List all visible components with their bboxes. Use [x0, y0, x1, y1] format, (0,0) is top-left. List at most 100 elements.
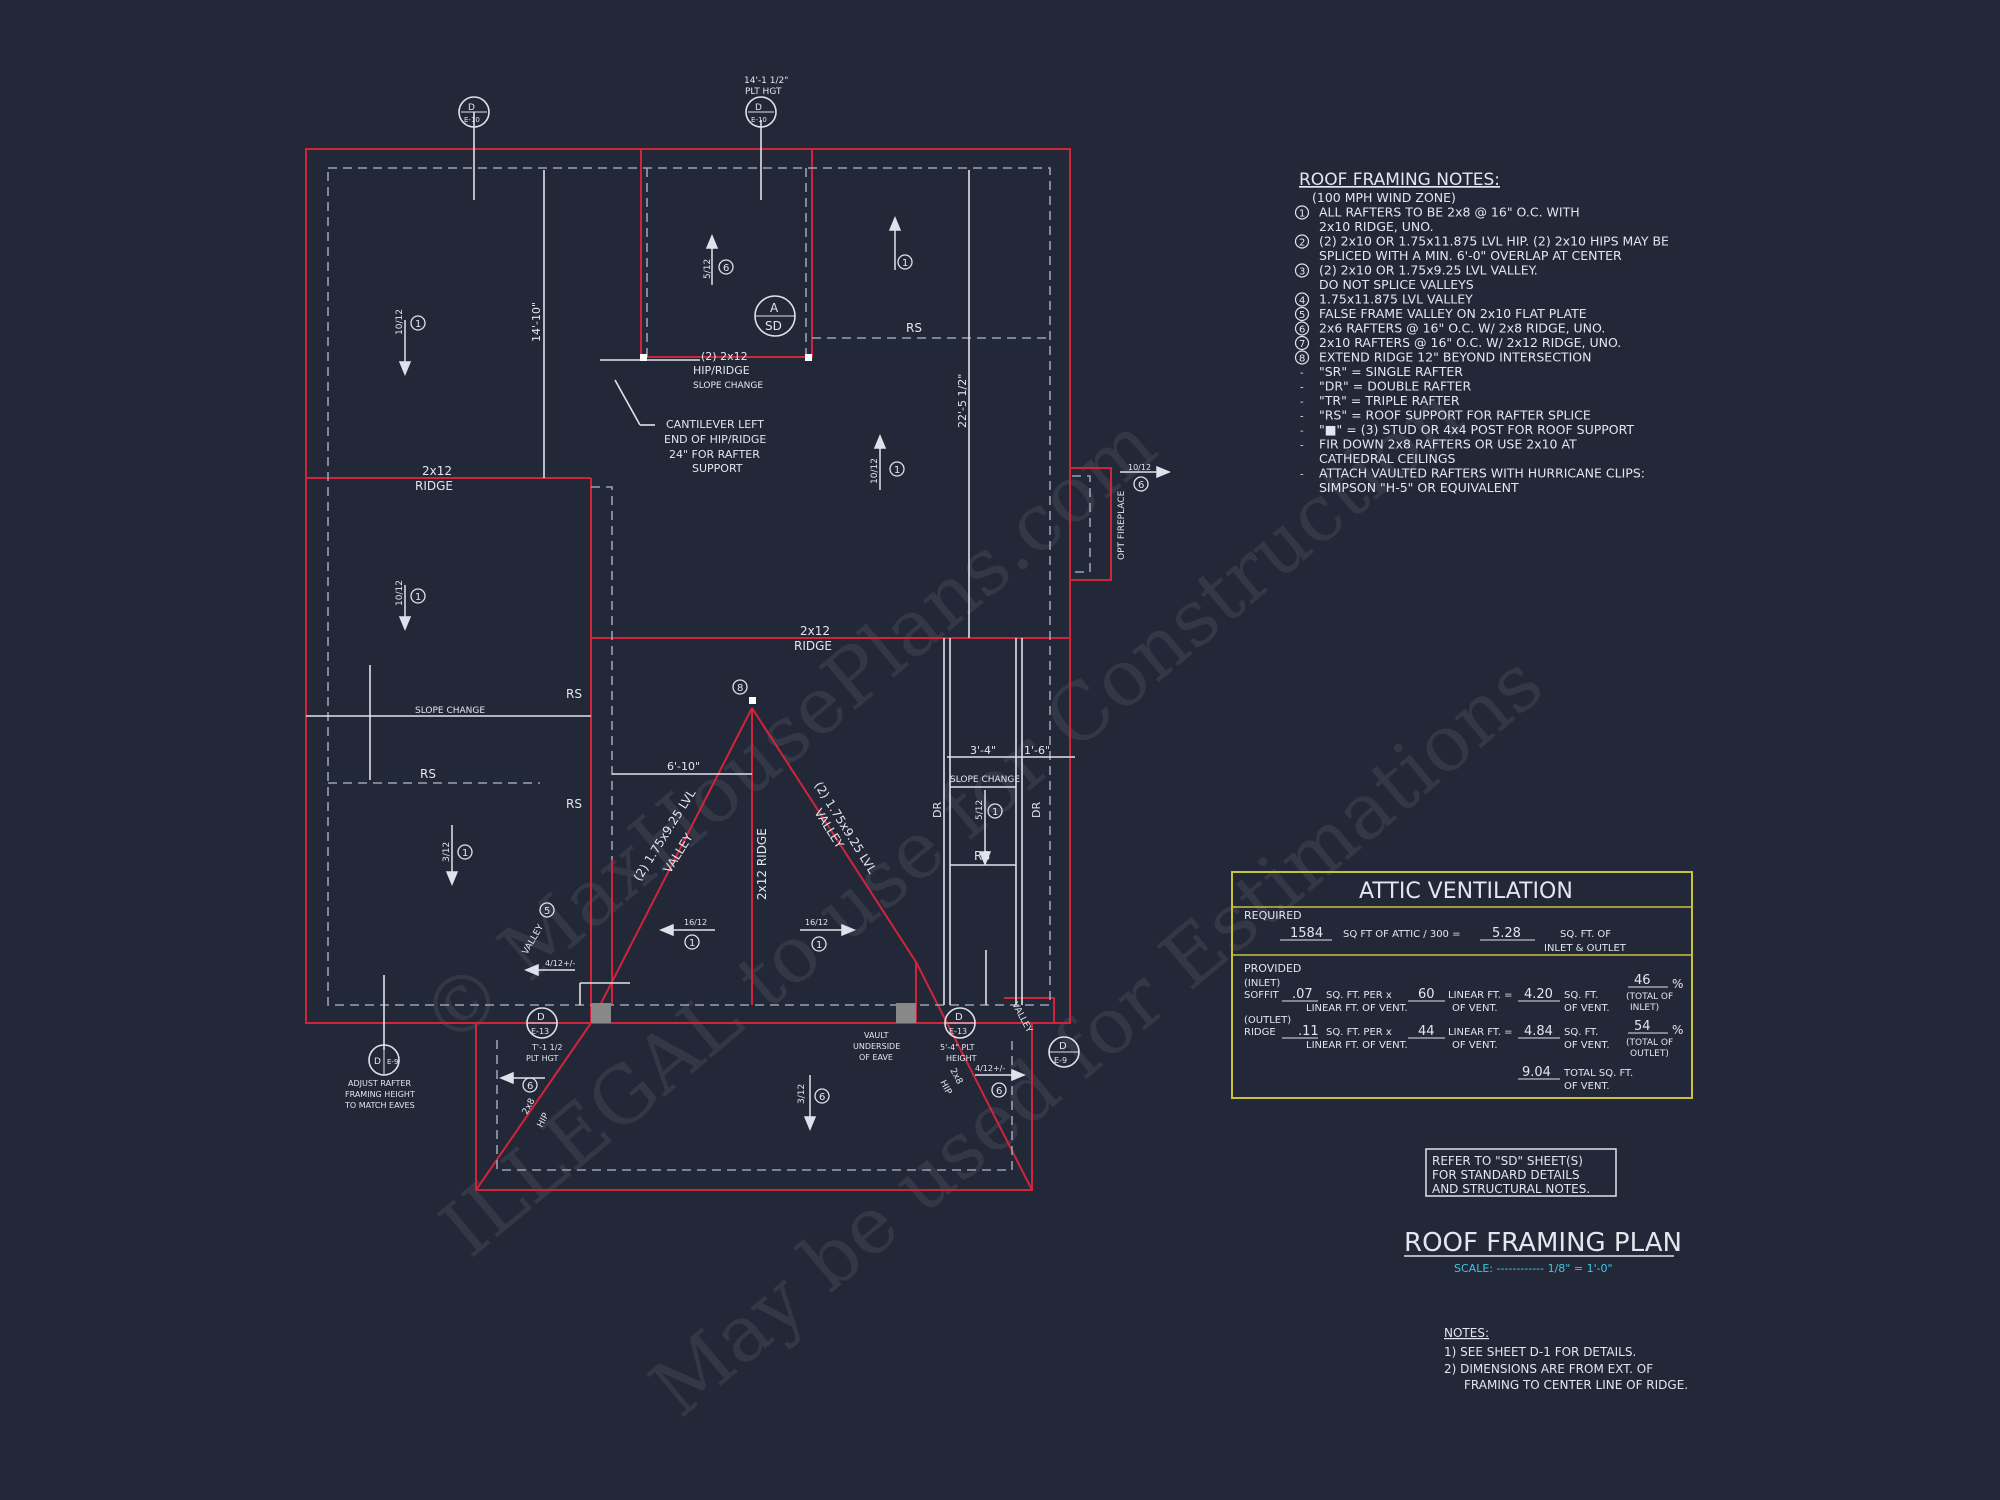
- plt-left-label: PLT HGT: [526, 1054, 559, 1063]
- roof-note-bullet-circle: [1294, 306, 1310, 322]
- section-sheet: SD: [765, 319, 782, 333]
- pitch-labels: 10/12 10/12 3/12 5/12 10/12 5/12 3/12 16…: [395, 259, 1151, 1104]
- roof-note-line: SIMPSON "H-5" OR EQUIVALENT: [1319, 480, 1519, 495]
- roof-note-line: "RS" = ROOF SUPPORT FOR RAFTER SPLICE: [1319, 408, 1591, 423]
- roof-note-line: CATHEDRAL CEILINGS: [1319, 451, 1456, 466]
- dr-label: DR: [1030, 802, 1043, 818]
- note-num: 1: [415, 592, 421, 603]
- slope-change-label: SLOPE CHANGE: [415, 706, 485, 716]
- ridge-left-label: RIDGE: [415, 479, 453, 493]
- section-letter: D: [755, 103, 762, 113]
- slope-change-label: SLOPE CHANGE: [950, 775, 1020, 785]
- roof-note-bullet-circle: [1294, 321, 1310, 336]
- notes-line-2: 2) DIMENSIONS ARE FROM EXT. OF: [1444, 1362, 1653, 1376]
- roof-note-bullet-circle: [1294, 263, 1310, 278]
- roof-note-line: EXTEND RIDGE 12" BEYOND INTERSECTION: [1319, 350, 1591, 365]
- roof-note-line: (2) 2x10 OR 1.75x11.875 LVL HIP. (2) 2x1…: [1319, 234, 1669, 249]
- general-notes: NOTES: 1) SEE SHEET D-1 FOR DETAILS. 2) …: [1444, 1326, 1688, 1392]
- outlet-total: 4.84: [1524, 1024, 1553, 1039]
- roof-note-line: "■" = (3) STUD OR 4x4 POST FOR ROOF SUPP…: [1319, 422, 1634, 437]
- section-marker-right-eave: D E-13: [944, 1007, 976, 1039]
- dim-3-4: 3'-4": [970, 744, 996, 757]
- per-text-1: SQ. FT. PER x: [1326, 990, 1392, 1001]
- dim-14-10: 14'-10": [530, 302, 543, 342]
- vault-line-2: UNDERSIDE: [853, 1042, 900, 1051]
- refer-line-1: REFER TO "SD" SHEET(S): [1432, 1154, 1583, 1168]
- roof-note-bullet: -: [1300, 412, 1304, 423]
- outlet-label-1: (OUTLET): [1244, 1015, 1291, 1026]
- required-unit-1: SQ. FT. OF: [1560, 929, 1611, 940]
- note-num: 6: [996, 1086, 1002, 1097]
- roof-note-bullet-circle: [1294, 335, 1310, 351]
- roof-note-bullet-circle: [1294, 350, 1310, 365]
- note-num: 8: [737, 683, 743, 694]
- direction-arrows: [398, 216, 1171, 1131]
- roof-note-bullet: -: [1300, 383, 1304, 394]
- plt-hgt-label: PLT HGT: [745, 87, 782, 97]
- hip-slope-change: SLOPE CHANGE: [693, 381, 763, 391]
- framing-lines: [306, 112, 1075, 1050]
- ridge-mid-size: 2x12: [800, 624, 830, 638]
- section-letter: D: [374, 1057, 381, 1067]
- provided-label: PROVIDED: [1244, 962, 1301, 975]
- roof-note-line: 2x10 RIDGE, UNO.: [1319, 219, 1434, 234]
- section-marker-a-sd: A SD: [754, 295, 796, 337]
- required-unit-2: INLET & OUTLET: [1544, 943, 1627, 954]
- roof-note-bullet: 2: [1299, 238, 1305, 249]
- roof-note-line: ATTACH VAULTED RAFTERS WITH HURRICANE CL…: [1319, 466, 1645, 481]
- pct-sign: %: [1672, 1023, 1683, 1037]
- pitch: 3/12: [442, 842, 452, 862]
- sqft-text-2: OF VENT.: [1564, 1040, 1610, 1051]
- roof-note-bullet: -: [1300, 426, 1304, 437]
- pitch: 3/12: [797, 1084, 807, 1104]
- notes-line-3: FRAMING TO CENTER LINE OF RIDGE.: [1464, 1378, 1688, 1392]
- plt-right-label: HEIGHT: [946, 1054, 977, 1063]
- sqft-text-2: OF VENT.: [1564, 1003, 1610, 1014]
- outlet-per: .11: [1298, 1024, 1319, 1039]
- refer-sd-box: REFER TO "SD" SHEET(S) FOR STANDARD DETA…: [1425, 1148, 1617, 1197]
- vault-line-1: VAULT: [864, 1031, 889, 1040]
- rs-label: RS: [566, 797, 582, 811]
- ridge-vertical-label: 2x12 RIDGE: [755, 828, 769, 900]
- rs-label: RS: [906, 321, 922, 335]
- inlet-pct-text-2: INLET): [1630, 1003, 1659, 1013]
- adjust-line-2: FRAMING HEIGHT: [345, 1090, 415, 1099]
- adjust-line-3: TO MATCH EAVES: [344, 1101, 415, 1110]
- roof-note-bullet-circle: [1294, 234, 1310, 249]
- pct-sign: %: [1672, 977, 1683, 991]
- section-sheet: E-13: [949, 1027, 967, 1036]
- lf-text-1: LINEAR FT. =: [1448, 1027, 1513, 1038]
- inlet-label-1: (INLET): [1244, 978, 1280, 989]
- roof-note-bullet: -: [1300, 470, 1304, 481]
- roof-note-bullet: -: [1300, 397, 1304, 408]
- roof-note-line: 2x10 RAFTERS @ 16" O.C. W/ 2x12 RIDGE, U…: [1319, 335, 1621, 350]
- outlet-pct-text-1: (TOTAL OF: [1626, 1038, 1673, 1048]
- section-marker-bottom-right: D E-9: [1048, 1036, 1080, 1068]
- section-letter: D: [537, 1012, 545, 1023]
- vault-line-3: OF EAVE: [859, 1053, 893, 1062]
- pitch: 10/12: [1128, 463, 1151, 472]
- note-num: 1: [992, 807, 998, 818]
- lf-text-1: LINEAR FT. =: [1448, 990, 1513, 1001]
- roof-note-bullet: 7: [1299, 339, 1305, 350]
- cantilever-line-3: 24" FOR RAFTER: [669, 448, 760, 461]
- per-text-1: SQ. FT. PER x: [1326, 1027, 1392, 1038]
- roof-note-line: FALSE FRAME VALLEY ON 2x10 FLAT PLATE: [1319, 306, 1587, 321]
- section-sheet: E-13: [531, 1027, 549, 1036]
- cantilever-line-2: END OF HIP/RIDGE: [664, 433, 766, 446]
- roof-note-line: SPLICED WITH A MIN. 6'-0" OVERLAP AT CEN…: [1319, 248, 1622, 263]
- lf-text-2: OF VENT.: [1452, 1003, 1498, 1014]
- roof-note-line: FIR DOWN 2x8 RAFTERS OR USE 2x10 AT: [1319, 437, 1577, 452]
- section-marker-bottom-left: D E-9: [368, 1044, 400, 1076]
- pitch: 10/12: [395, 309, 405, 335]
- roof-note-bullet: 1: [1299, 209, 1305, 220]
- roof-note-bullet: 4: [1299, 296, 1305, 307]
- roof-note-line: 1.75x11.875 LVL VALLEY: [1319, 292, 1473, 307]
- sqft-text-1: SQ. FT.: [1564, 1027, 1598, 1038]
- per-text-2: LINEAR FT. OF VENT.: [1306, 1003, 1408, 1014]
- lf-text-2: OF VENT.: [1452, 1040, 1498, 1051]
- notes-line-1: 1) SEE SHEET D-1 FOR DETAILS.: [1444, 1345, 1636, 1359]
- roof-note-line: ALL RAFTERS TO BE 2x8 @ 16" O.C. WITH: [1319, 205, 1580, 220]
- dim-1-6: 1'-6": [1024, 744, 1050, 757]
- section-sheet: E-10: [751, 116, 767, 124]
